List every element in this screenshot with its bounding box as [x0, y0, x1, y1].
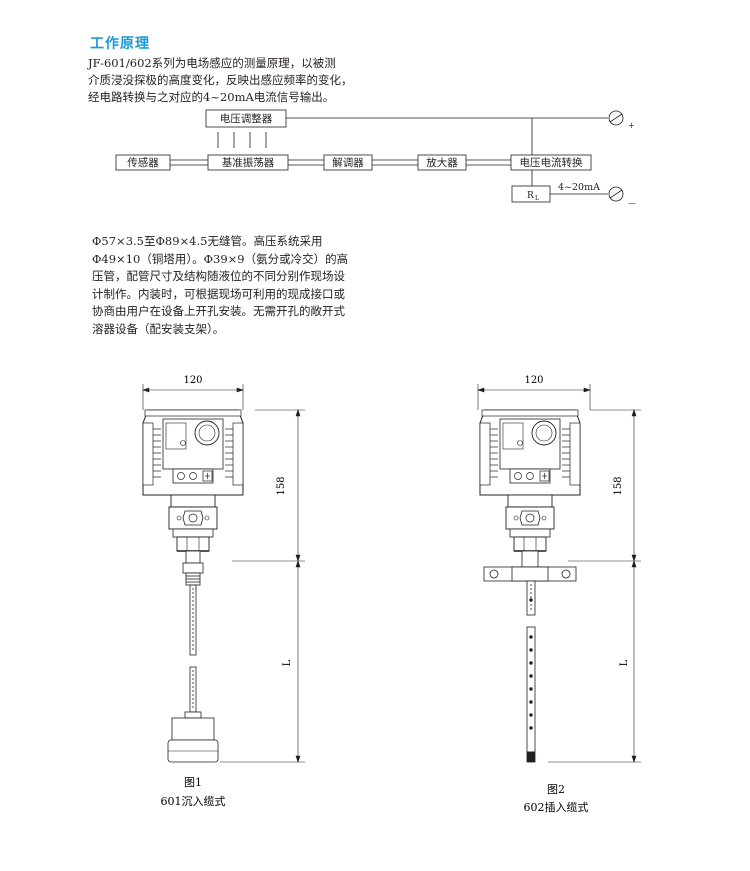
sensor-label: 传感器	[127, 156, 159, 169]
block-diagram: 电压调整器 传感器 基准振荡器 解调器 放大器 电压电流转换 R L 4~20m…	[115, 109, 636, 208]
description-paragraph: Φ57×3.5至Φ89×4.5无缝管。高压系统采用 Φ49×10（铜塔用）。Φ3…	[92, 233, 362, 338]
figure1-height-label: 158	[276, 476, 287, 495]
minus-label: —	[628, 199, 636, 208]
figure1-caption-name: 601沉入缆式	[161, 795, 226, 808]
intro-line: JF-601/602系列为电场感应的测量原理，以被测	[88, 56, 336, 70]
amplifier-box	[417, 154, 467, 171]
resistor-subscript: L	[535, 195, 539, 202]
intro-paragraph: JF-601/602系列为电场感应的测量原理，以被测 介质浸没探极的高度变化，反…	[88, 55, 363, 106]
description-line: 协商由用户在设备上开孔安装。无需开孔的敞开式	[92, 304, 345, 318]
negative-terminal-icon	[608, 186, 624, 202]
figure1-length-label: L	[282, 659, 293, 666]
demodulator-box	[323, 154, 373, 171]
figure2-height-label: 158	[613, 476, 624, 495]
demodulator-label: 解调器	[332, 156, 364, 169]
voltage-regulator-label: 电压调整器	[220, 112, 273, 125]
amplifier-label: 放大器	[426, 156, 458, 169]
description-line: 溶器设备（配安装支架）。	[92, 321, 225, 336]
figure2-caption-number: 图2	[547, 783, 565, 796]
intro-line: 介质浸没探极的高度变化，反映出感应频率的变化，	[88, 73, 353, 87]
description-line: Φ57×3.5至Φ89×4.5无缝管。高压系统采用	[92, 234, 323, 248]
resistor-label: R	[527, 191, 534, 201]
description-line: 压管，配管尺寸及结构随液位的不同分别作现场设	[92, 269, 345, 283]
figure1-drawing: 120 158 L 图1 601沉入缆式	[142, 375, 305, 808]
description-line: 计制作。内装时，可根据现场可利用的现成接口或	[92, 286, 345, 301]
positive-terminal-icon	[608, 110, 624, 126]
figure2-drawing: 120 158 L 图2 602插入缆式	[477, 375, 641, 814]
figure1-width-label: 120	[183, 375, 202, 386]
figure2-caption-name: 602插入缆式	[524, 800, 589, 814]
figure2-length-label: L	[619, 659, 630, 666]
voltage-regulator-box	[205, 109, 287, 128]
plus-label: +	[628, 121, 635, 130]
current-label: 4~20mA	[558, 182, 600, 193]
sensor-box	[115, 154, 171, 171]
converter-label: 电压电流转换	[520, 156, 583, 169]
figure2-width-label: 120	[524, 375, 543, 386]
oscillator-box	[207, 154, 289, 171]
intro-line: 经电路转换与之对应的4~20mA电流信号输出。	[88, 90, 335, 104]
converter-box	[510, 154, 592, 171]
oscillator-label: 基准振荡器	[222, 156, 275, 169]
description-line: Φ49×10（铜塔用）。Φ39×9（氨分或冷交）的高	[92, 251, 349, 266]
section-title: 工作原理	[90, 36, 150, 52]
figure1-caption-number: 图1	[184, 776, 202, 789]
